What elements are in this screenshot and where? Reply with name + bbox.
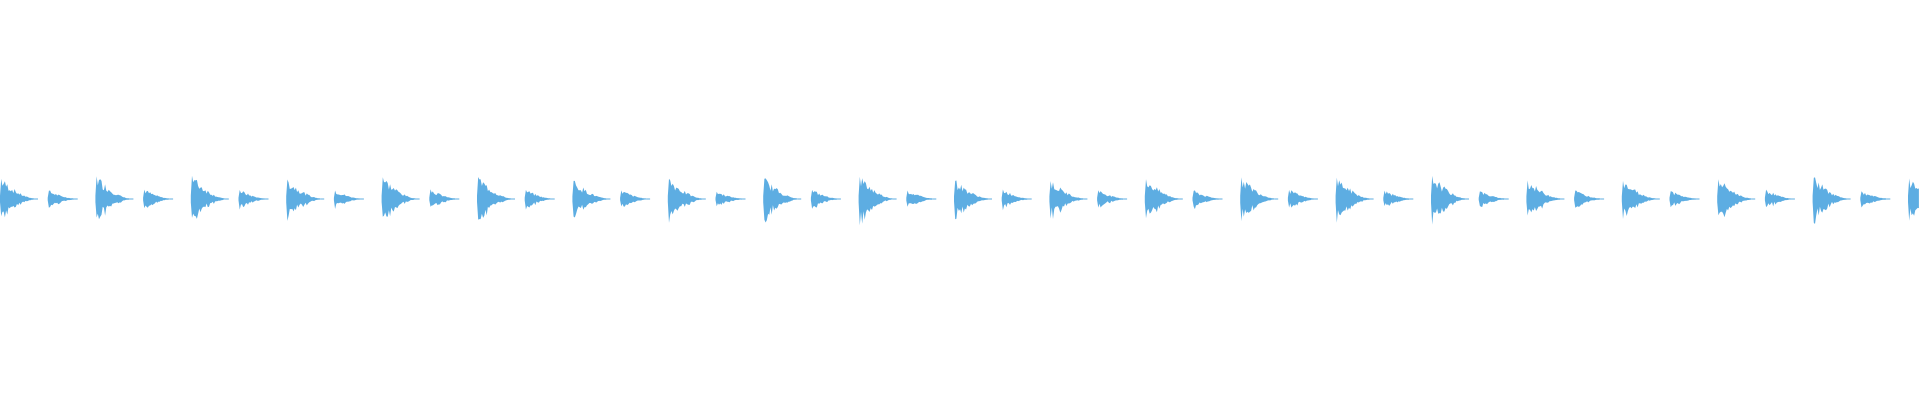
waveform-envelope (95, 176, 130, 220)
waveform-envelope (1192, 190, 1219, 210)
waveform-envelope (1240, 177, 1275, 222)
waveform-envelope (1287, 189, 1314, 208)
beat-transient-weak (1287, 189, 1318, 208)
beat-transient-strong (1335, 177, 1374, 223)
waveform-envelope (763, 178, 798, 223)
waveform-envelope (1574, 190, 1601, 208)
beat-transient-weak (1764, 189, 1795, 208)
waveform-envelope (1764, 189, 1791, 208)
waveform-envelope (1144, 179, 1179, 219)
beat-transient-weak (1192, 190, 1223, 210)
waveform-envelope (1526, 180, 1561, 216)
beat-transient-weak (1860, 191, 1891, 208)
beat-transient-strong (954, 180, 992, 220)
waveform-envelope (1478, 191, 1505, 207)
beat-transient-weak (1574, 190, 1605, 208)
beat-transient-weak (1097, 190, 1128, 208)
beat-transient-strong (858, 176, 897, 226)
waveform-envelope (1097, 190, 1124, 208)
waveform-envelope (477, 177, 511, 220)
waveform-envelope (238, 190, 265, 210)
waveform-envelope (954, 180, 988, 220)
waveform-envelope (286, 179, 321, 221)
beat-transient-strong (763, 178, 802, 223)
beat-transient-strong (572, 180, 611, 218)
beat-transient-strong (1812, 177, 1851, 224)
waveform-envelope (906, 190, 933, 207)
beat-transient-strong (1717, 179, 1756, 218)
beat-transient-weak (1669, 191, 1700, 208)
waveform-envelope (381, 177, 416, 217)
beat-transient-weak (1478, 191, 1509, 207)
beat-transient-weak (620, 190, 651, 207)
beat-transient-strong (1144, 179, 1183, 219)
waveform-envelope (0, 178, 34, 218)
beat-transient-weak (1383, 190, 1414, 206)
beat-transient-weak (810, 189, 841, 209)
waveform-envelope (572, 180, 607, 218)
beat-transient-weak (524, 189, 555, 210)
beat-transient-strong (381, 177, 420, 217)
waveform-envelope (667, 178, 702, 223)
beat-transient-strong (1431, 175, 1469, 225)
beat-transient-weak (906, 190, 937, 207)
waveform-envelope (333, 190, 360, 209)
beat-transient-weak (333, 190, 364, 209)
beat-transient-strong (1621, 180, 1660, 219)
beat-transient-strong (95, 176, 134, 220)
beat-transient-weak (238, 190, 269, 210)
waveform-envelope (1669, 191, 1696, 208)
waveform-envelope (858, 176, 893, 226)
waveform-envelope (47, 190, 74, 208)
beat-transient-weak (47, 190, 78, 208)
waveform-envelope (620, 190, 647, 207)
beat-transient-strong (477, 177, 515, 220)
beat-transient-strong (190, 175, 229, 219)
beat-transient-strong (1049, 181, 1088, 219)
waveform-envelope (1431, 175, 1465, 225)
waveform-envelope (1049, 181, 1084, 219)
beat-transient-strong (1908, 178, 1919, 221)
waveform-envelope (429, 189, 456, 207)
waveform-envelope (1812, 177, 1847, 224)
beat-transient-strong (1526, 180, 1565, 216)
waveform-envelope (143, 189, 170, 209)
beat-transient-strong (1240, 177, 1279, 222)
waveform-envelope (810, 189, 837, 209)
beat-transient-weak (429, 189, 460, 207)
waveform-envelope (1860, 191, 1887, 208)
waveform-envelope (1001, 189, 1028, 211)
beat-transient-strong (0, 178, 38, 218)
waveform-envelope (1335, 177, 1370, 223)
waveform-envelope (524, 189, 551, 210)
waveform-envelope (1383, 190, 1410, 206)
beat-transient-strong (667, 178, 706, 223)
waveform-envelope (190, 175, 225, 219)
waveform-envelope (715, 191, 742, 207)
beat-transient-strong (286, 179, 325, 221)
waveform-envelope (1621, 180, 1656, 219)
beat-transient-weak (715, 191, 746, 207)
beat-transient-weak (143, 189, 174, 209)
waveform-envelope (1908, 178, 1919, 221)
waveform-envelope (1717, 179, 1752, 218)
beat-transient-weak (1001, 189, 1032, 211)
